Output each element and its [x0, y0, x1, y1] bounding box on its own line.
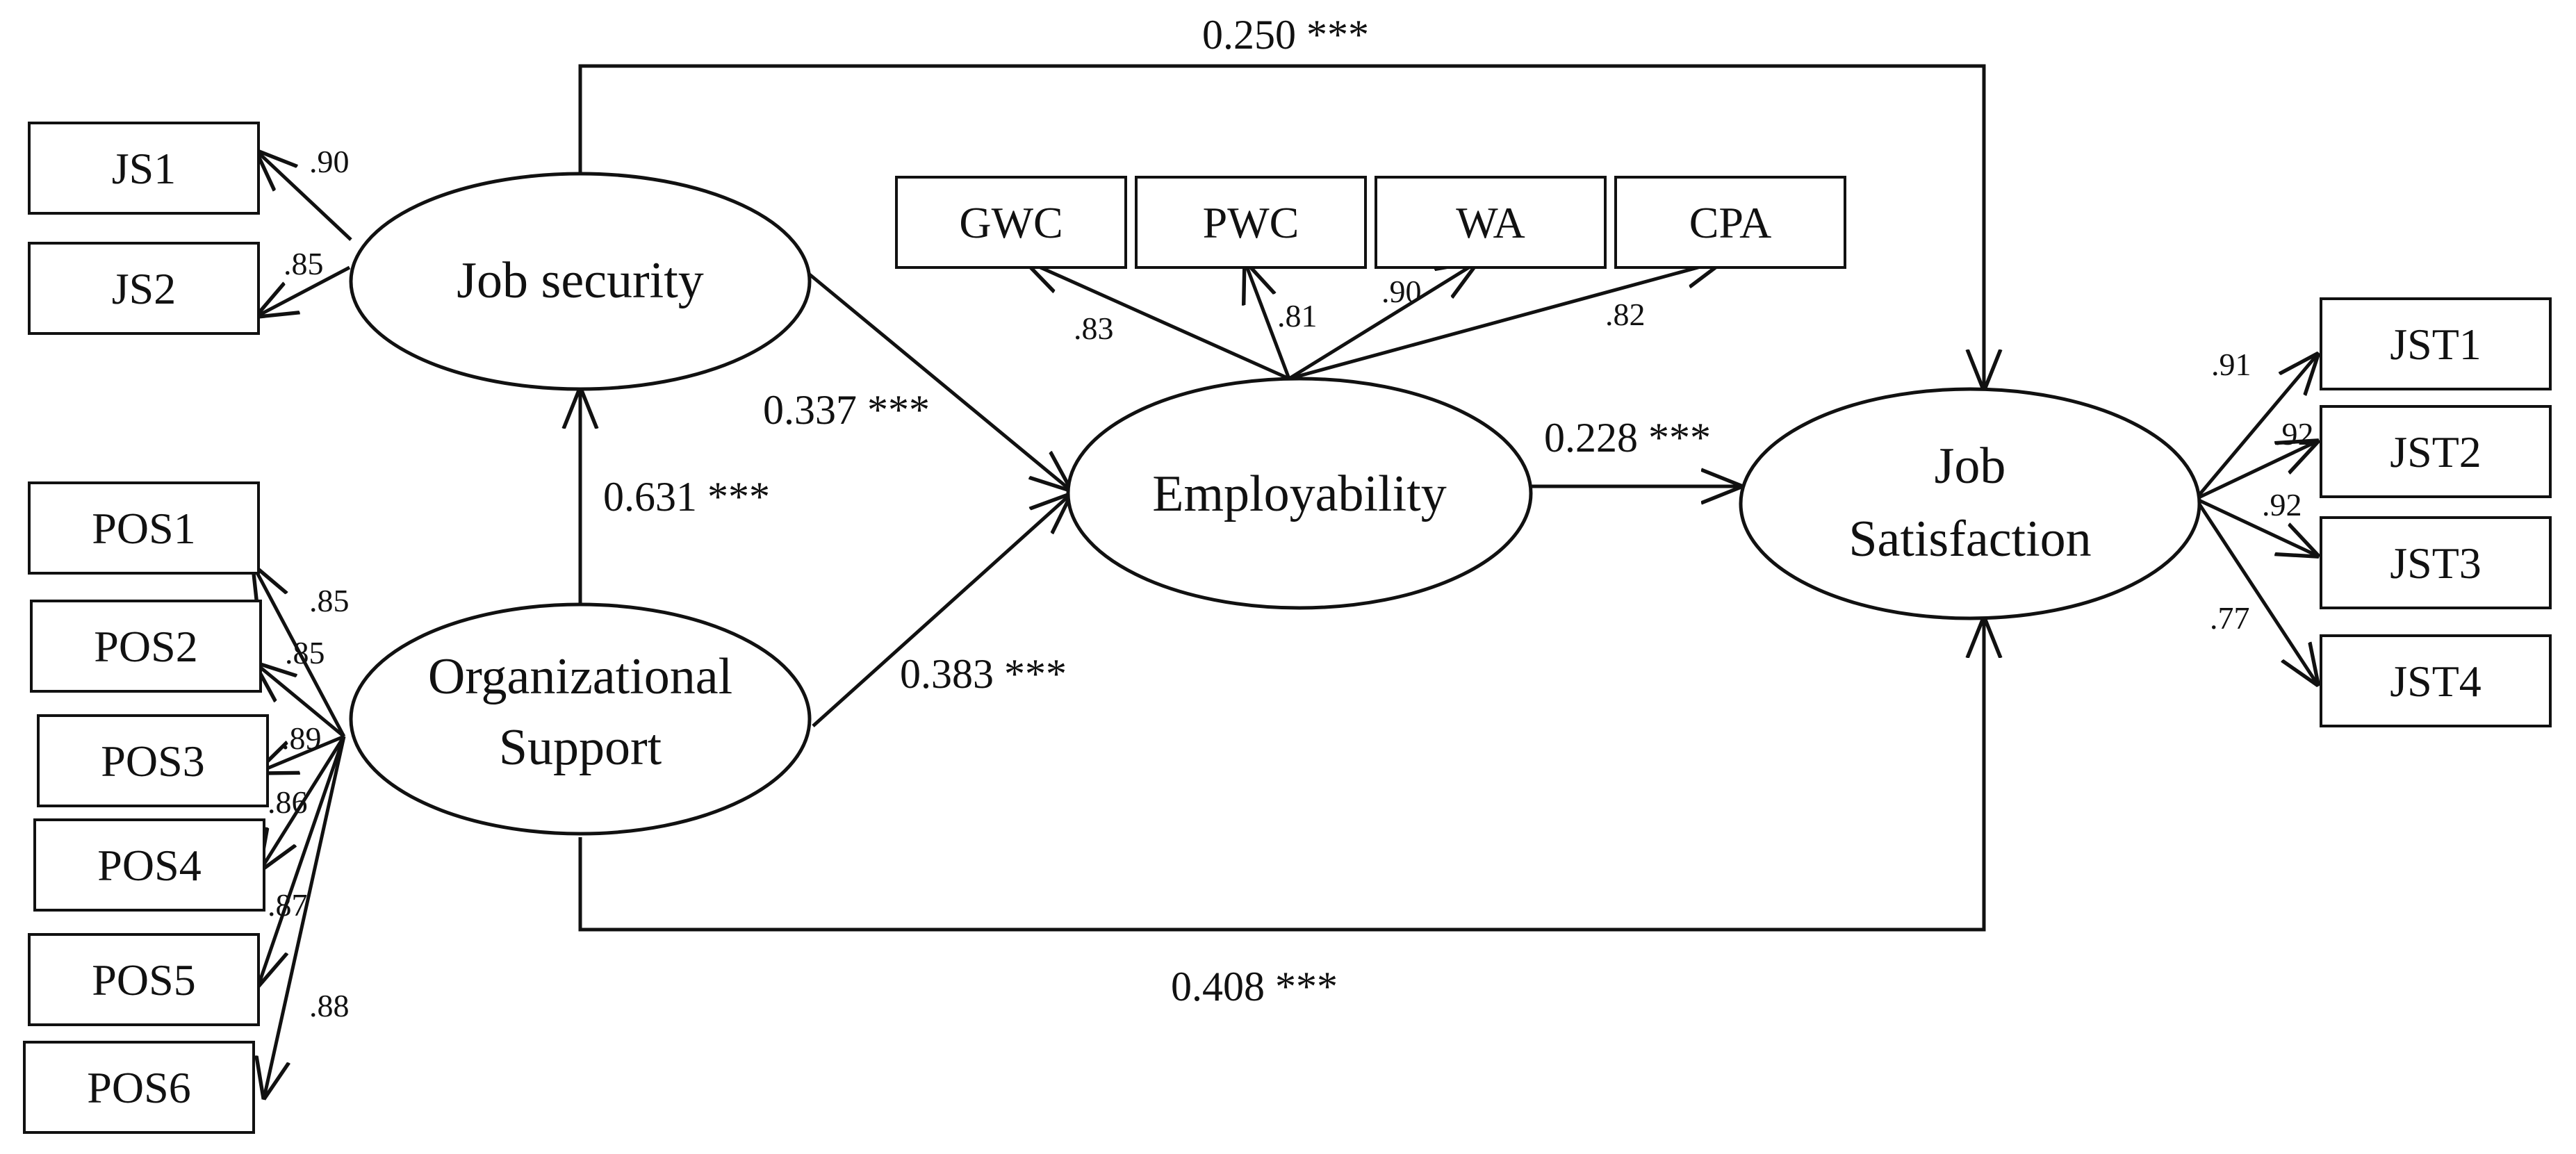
loading-pwc: .81 [1277, 298, 1318, 333]
loading-arrow-pos4 [261, 735, 346, 870]
indicator-pos3: POS3 [37, 714, 269, 807]
loading-jst2: .92 [2274, 416, 2314, 452]
latent-label-line2: Support [499, 719, 662, 776]
indicator-jst3: JST3 [2320, 516, 2552, 609]
indicator-label: GWC [959, 198, 1063, 247]
indicator-label: PWC [1203, 198, 1299, 247]
loading-arrow-js1 [257, 151, 352, 241]
loading-arrow-jst2 [2194, 441, 2317, 501]
path-job-security-to-employability [808, 273, 1070, 490]
loading-arrow-pos5 [259, 736, 346, 985]
indicator-label: CPA [1689, 198, 1772, 247]
loading-jst1: .91 [2211, 347, 2251, 382]
path-job-security-to-job-satisfaction [578, 64, 1984, 389]
indicator-pos4: POS4 [33, 818, 265, 912]
coef-js-to-jsat: 0.250 *** [1202, 12, 1369, 58]
indicator-label: WA [1456, 198, 1525, 247]
indicator-label: POS3 [101, 736, 204, 786]
indicator-label: POS4 [97, 841, 201, 890]
indicator-pos5: POS5 [28, 933, 260, 1026]
loading-jst4: .77 [2210, 600, 2250, 636]
indicator-label: POS2 [94, 622, 197, 671]
loading-gwc: .83 [1074, 311, 1114, 346]
latent-label: Employability [1152, 465, 1446, 522]
indicator-js2: JS2 [28, 242, 260, 335]
loading-js1: .90 [309, 144, 350, 179]
latent-label-line1: Job [1935, 438, 2006, 495]
latent-label-line1: Organizational [428, 648, 732, 705]
latent-job-security: Job security [349, 172, 812, 391]
loading-jst3: .92 [2262, 487, 2302, 522]
latent-job-satisfaction: Job Satisfaction [1739, 387, 2201, 620]
loading-arrow-pos6 [264, 736, 346, 1098]
loading-pos6: .88 [309, 988, 350, 1023]
indicator-label: JST2 [2390, 427, 2481, 477]
latent-label: Job security [457, 252, 704, 309]
indicator-label: JST4 [2390, 657, 2481, 706]
indicator-label: POS5 [92, 955, 195, 1005]
indicator-label: POS1 [92, 504, 195, 553]
coef-emp-to-jsat: 0.228 *** [1544, 415, 1711, 461]
path-organizational-support-to-job-satisfaction [578, 618, 1984, 932]
indicator-pos6: POS6 [23, 1041, 255, 1134]
loading-pos3: .89 [281, 720, 322, 756]
loading-arrow-pos3 [257, 734, 345, 773]
loading-js2: .85 [284, 246, 324, 281]
latent-employability: Employability [1066, 377, 1533, 610]
loading-pos4: .86 [268, 784, 308, 820]
loading-arrow-jst3 [2194, 497, 2317, 556]
path-organizational-support-to-employability [812, 495, 1070, 727]
indicator-label: JST3 [2390, 538, 2481, 588]
indicator-pwc: PWC [1135, 176, 1367, 269]
loading-arrow-pos1 [254, 566, 346, 738]
indicator-label: JS2 [112, 264, 177, 313]
loading-arrow-pwc [1245, 263, 1291, 379]
loading-arrow-cpa [1288, 261, 1723, 381]
loading-arrow-wa [1288, 263, 1477, 381]
loading-pos2: .85 [285, 635, 325, 670]
coef-os-to-jsat: 0.408 *** [1171, 964, 1338, 1009]
indicator-pos2: POS2 [30, 600, 262, 693]
loading-wa: .90 [1381, 274, 1422, 309]
indicator-label: JS1 [112, 144, 177, 193]
loading-cpa: .82 [1605, 297, 1646, 332]
loading-pos1: .85 [309, 583, 350, 618]
loading-arrow-pos2 [256, 663, 345, 738]
indicator-jst4: JST4 [2320, 634, 2552, 727]
coef-os-to-js: 0.631 *** [603, 474, 770, 520]
indicator-jst2: JST2 [2320, 405, 2552, 498]
loading-arrow-jst1 [2194, 354, 2317, 500]
coef-js-to-emp: 0.337 *** [763, 387, 930, 433]
indicator-cpa: CPA [1614, 176, 1846, 269]
indicator-label: JST1 [2390, 320, 2481, 369]
loading-arrow-js2 [257, 265, 351, 316]
indicator-label: POS6 [87, 1063, 190, 1112]
loading-pos5: .87 [268, 887, 308, 923]
indicator-js1: JS1 [28, 122, 260, 215]
indicator-pos1: POS1 [28, 481, 260, 575]
loading-arrow-gwc [1025, 261, 1290, 381]
latent-label-line2: Satisfaction [1848, 511, 2091, 568]
coef-os-to-emp: 0.383 *** [900, 651, 1067, 697]
latent-organizational-support: Organizational Support [349, 602, 812, 836]
indicator-wa: WA [1375, 176, 1607, 269]
indicator-jst1: JST1 [2320, 297, 2552, 390]
indicator-gwc: GWC [895, 176, 1127, 269]
loading-arrow-jst4 [2194, 497, 2317, 684]
